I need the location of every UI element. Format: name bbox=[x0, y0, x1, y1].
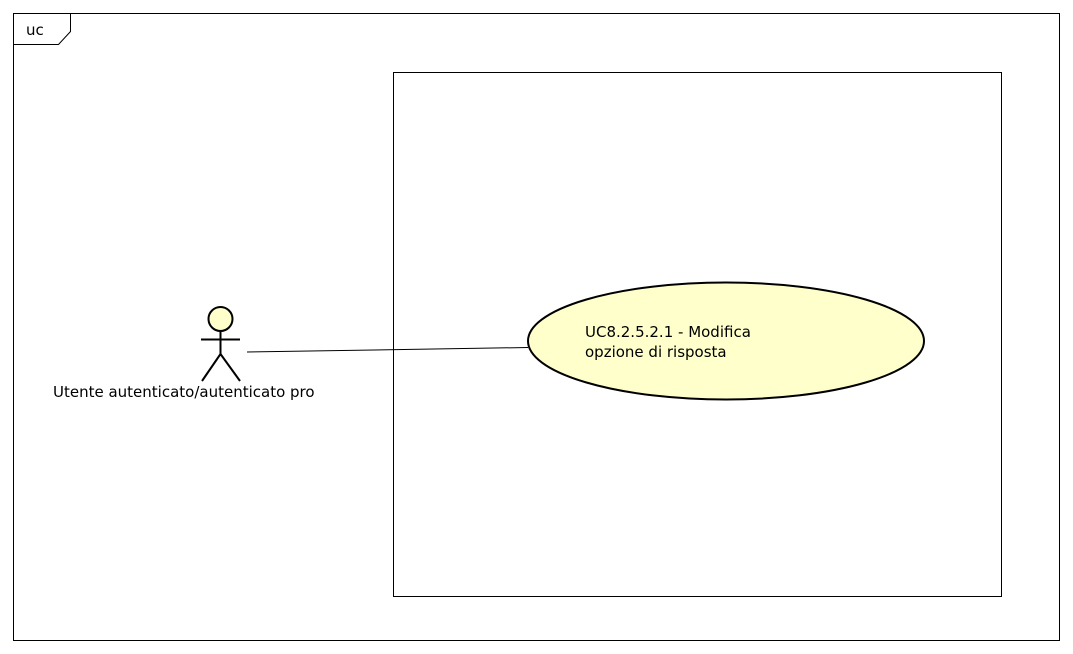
use-case-line-2: opzione di risposta bbox=[585, 343, 727, 361]
use-case-ellipse bbox=[527, 281, 925, 401]
association-line bbox=[246, 347, 529, 353]
actor-left-leg bbox=[201, 353, 222, 382]
actor-head bbox=[207, 306, 234, 332]
frame-tag-box bbox=[13, 13, 71, 45]
frame-tag-label: uc bbox=[26, 21, 44, 39]
actor-icon bbox=[201, 306, 241, 382]
use-case-line-1: UC8.2.5.2.1 - Modifica bbox=[585, 323, 751, 341]
actor-name: Utente autenticato/autenticato pro bbox=[53, 383, 315, 401]
actor-right-leg bbox=[219, 353, 241, 382]
diagram-frame bbox=[13, 13, 1060, 641]
system-boundary bbox=[393, 72, 1002, 597]
